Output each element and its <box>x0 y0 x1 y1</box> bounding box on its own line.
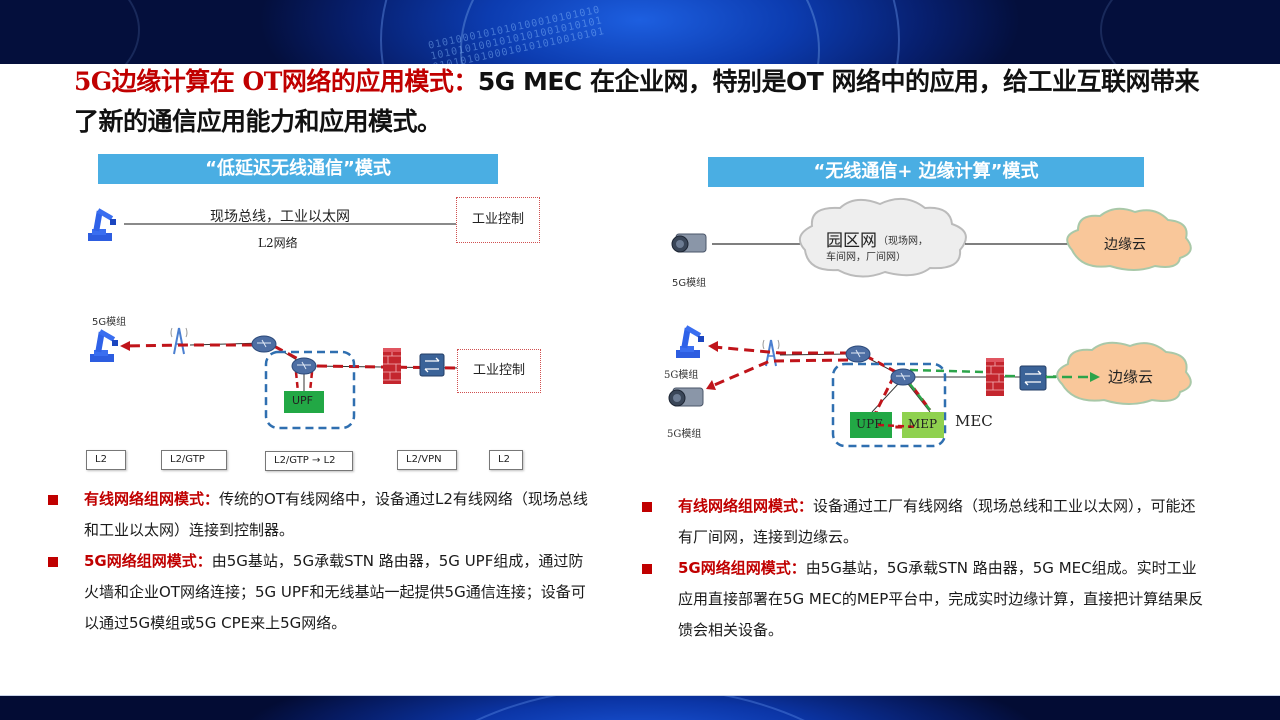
wired-line-label: 现场总线，工业以太网 <box>210 209 350 225</box>
right-diagram: 5G模组 园区网 （现场网， 车间网，厂间网） 边缘云 5G模组 5G模组 UP… <box>664 197 1192 448</box>
right-diagram-graphics <box>668 197 1192 448</box>
camera-icon <box>668 387 704 407</box>
industrial-control-box: 工业控制 <box>456 197 540 243</box>
left-diagram: 现场总线，工业以太网 L2网络 工业控制 5G模组 UPF 工业控制 L2 L2… <box>0 0 640 480</box>
base-station-icon <box>170 327 188 355</box>
page-title: 5G边缘计算在 OT网络的应用模式：5G MEC 在企业网，特别是OT 网络中的… <box>74 62 1204 142</box>
bullet-key: 5G网络组网模式： <box>84 552 212 570</box>
5g-module-label: 5G模组 <box>672 278 707 289</box>
l2-network-label: L2网络 <box>258 236 298 250</box>
mec-label: MEC <box>955 412 993 430</box>
banner-arc <box>380 696 900 720</box>
bullet-square-icon <box>642 564 652 574</box>
bullet-item: 有线网络组网模式：设备通过工厂有线网络（现场总线和工业以太网），可能还有厂间网，… <box>642 491 1210 553</box>
banner-arc <box>0 0 140 64</box>
router-icon <box>251 335 277 353</box>
firewall-icon <box>986 358 1004 396</box>
switch-icon <box>419 353 445 377</box>
top-banner: 0101000101010100010101010 10101010010101… <box>0 0 1280 64</box>
bottom-banner <box>0 695 1280 720</box>
router-icon <box>890 368 916 386</box>
left-diagram-graphics <box>88 208 461 430</box>
campus-network-title: 园区网 <box>826 231 877 251</box>
layer-box: L2/VPN <box>397 450 457 470</box>
robot-arm-icon <box>676 325 704 358</box>
edge-cloud-label: 边缘云 <box>1104 237 1146 253</box>
bullet-item: 5G网络组网模式：由5G基站，5G承载STN 路由器，5G MEC组成。实时工业… <box>642 553 1210 646</box>
router-icon <box>845 345 871 363</box>
5g-module-label: 5G模组 <box>664 370 699 381</box>
mep-label: MEP <box>908 417 938 431</box>
edge-cloud-icon <box>1056 341 1192 405</box>
layer-box: L2 <box>489 450 523 470</box>
robot-arm-icon <box>90 329 118 362</box>
layer-box: L2/GTP → L2 <box>265 451 353 471</box>
bullet-square-icon <box>48 495 58 505</box>
upf-label: UPF <box>856 417 883 431</box>
campus-network-sub: 车间网，厂间网） <box>826 252 906 263</box>
bullet-text: 由5G基站，5G承载STN 路由器，5G MEC组成。实时工业应用直接部署在5G… <box>678 559 1204 639</box>
upf-box <box>284 391 324 413</box>
bullet-square-icon <box>48 557 58 567</box>
left-mode-title: “低延迟无线通信”模式 <box>98 154 498 184</box>
banner-arc <box>1100 0 1280 64</box>
bullet-text: 设备通过工厂有线网络（现场总线和工业以太网），可能还有厂间网，连接到边缘云。 <box>678 497 1196 546</box>
robot-arm-icon <box>88 208 116 241</box>
camera-icon <box>671 233 707 253</box>
bullet-key: 5G网络组网模式： <box>678 559 806 577</box>
5g-module-label: 5G模组 <box>92 317 127 328</box>
edge-cloud-icon <box>1066 207 1192 271</box>
edge-cloud-label: 边缘云 <box>1108 368 1154 386</box>
layer-box: L2 <box>86 450 126 470</box>
upf-label: UPF <box>292 394 314 407</box>
bullet-item: 有线网络组网模式：传统的OT有线网络中，设备通过L2有线网络（现场总线和工业以太… <box>48 484 593 546</box>
layer-box: L2/GTP <box>161 450 227 470</box>
bullet-item: 5G网络组网模式：由5G基站，5G承载STN 路由器，5G UPF组成，通过防火… <box>48 546 593 639</box>
firewall-icon <box>383 348 401 384</box>
industrial-control-box: 工业控制 <box>457 349 541 393</box>
switch-icon <box>1019 365 1047 391</box>
right-mode-title: “无线通信+ 边缘计算”模式 <box>708 157 1144 187</box>
campus-network-sub: （现场网， <box>878 236 928 247</box>
title-black-part: 5G MEC 在企业网，特别是OT 网络中的应用，给工业互联网带来了新的通信应用… <box>74 67 1199 136</box>
bullet-text: 传统的OT有线网络中，设备通过L2有线网络（现场总线和工业以太网）连接到控制器。 <box>84 490 588 539</box>
bullet-square-icon <box>642 502 652 512</box>
left-bullet-list: 有线网络组网模式：传统的OT有线网络中，设备通过L2有线网络（现场总线和工业以太… <box>48 484 593 639</box>
5g-module-label: 5G模组 <box>667 429 702 440</box>
bullet-text: 由5G基站，5G承载STN 路由器，5G UPF组成，通过防火墙和企业OT网络连… <box>84 552 586 632</box>
mep-box <box>902 412 944 438</box>
bullet-key: 有线网络组网模式： <box>84 490 220 508</box>
bullet-key: 有线网络组网模式： <box>678 497 814 515</box>
right-bullet-list: 有线网络组网模式：设备通过工厂有线网络（现场总线和工业以太网），可能还有厂间网，… <box>642 491 1210 646</box>
campus-cloud-icon <box>798 197 967 278</box>
upf-box <box>850 412 892 438</box>
banner-arc <box>380 0 900 64</box>
router-icon <box>291 357 317 375</box>
title-red-part: 5G边缘计算在 OT网络的应用模式： <box>74 67 478 96</box>
